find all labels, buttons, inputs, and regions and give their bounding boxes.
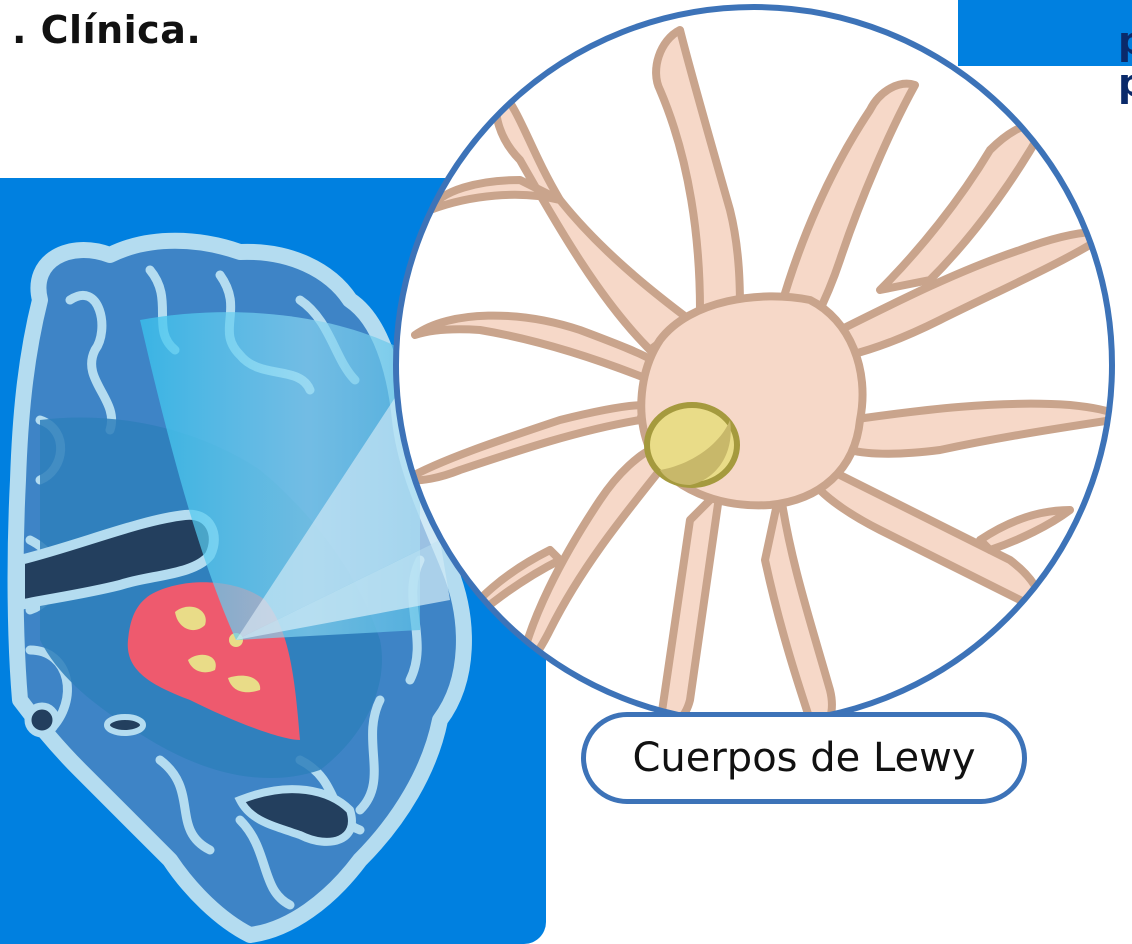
lewy-body-label-text: Cuerpos de Lewy xyxy=(632,735,975,781)
lewy-body-label: Cuerpos de Lewy xyxy=(581,712,1027,804)
ventricle-dot xyxy=(107,717,143,733)
ventricle-dot xyxy=(28,706,56,734)
magnified-neuron-view xyxy=(396,7,1125,735)
